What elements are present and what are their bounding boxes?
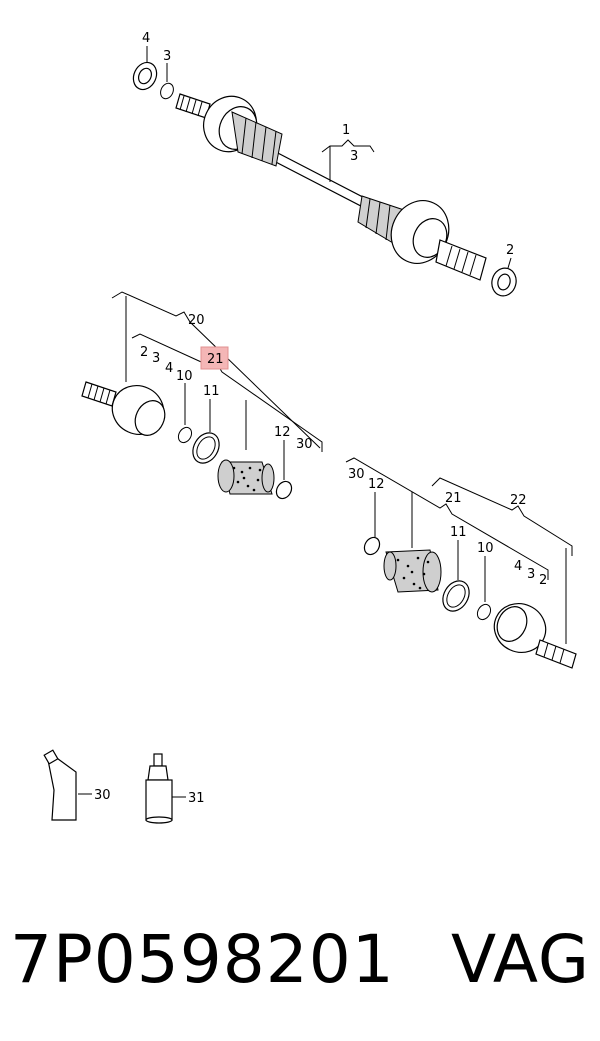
- callout-12-left: 12: [274, 425, 291, 440]
- callout-4: 4: [142, 31, 150, 46]
- callout-2-left: 2: [140, 345, 148, 360]
- callout-22: 22: [510, 493, 527, 508]
- callout-1: 1: [342, 123, 350, 138]
- callout-10-right: 10: [477, 541, 494, 556]
- callout-31-bottle: 31: [188, 791, 205, 806]
- callout-12-right: 12: [368, 477, 385, 492]
- drive-shaft-assembly: [132, 46, 517, 297]
- part-number: 7P0598201: [10, 921, 395, 998]
- callout-21-highlight: [200, 346, 229, 370]
- callout-3-left: 3: [152, 351, 160, 366]
- callout-10-left: 10: [176, 369, 193, 384]
- callout-4-left: 4: [165, 361, 173, 376]
- part-number-banner: 7P0598201 VAG: [10, 912, 590, 1007]
- callout-2: 2: [506, 243, 514, 258]
- exploded-parts-diagram: 4 3 1 3 2: [43, 31, 577, 824]
- callout-20: 20: [188, 313, 205, 328]
- callout-21-highlighted: 21: [207, 352, 224, 367]
- grease-tube: [43, 749, 92, 821]
- callout-30-tube: 30: [94, 788, 111, 803]
- callout-11-right: 11: [450, 525, 467, 540]
- callout-3: 3: [163, 49, 171, 64]
- callout-4-right: 4: [514, 559, 522, 574]
- callout-21-right: 21: [445, 491, 462, 506]
- inner-joint-kit: [345, 457, 577, 669]
- callout-3-bracket: 3: [350, 149, 358, 164]
- callout-30-right: 30: [348, 467, 365, 482]
- outer-joint-kit: [81, 291, 323, 500]
- brand-label: VAG: [450, 921, 590, 998]
- callout-2-right: 2: [539, 573, 547, 588]
- callout-3-right: 3: [527, 567, 535, 582]
- grease-bottle: [145, 753, 186, 824]
- callout-30-left: 30: [296, 437, 313, 452]
- callout-11-left: 11: [203, 384, 220, 399]
